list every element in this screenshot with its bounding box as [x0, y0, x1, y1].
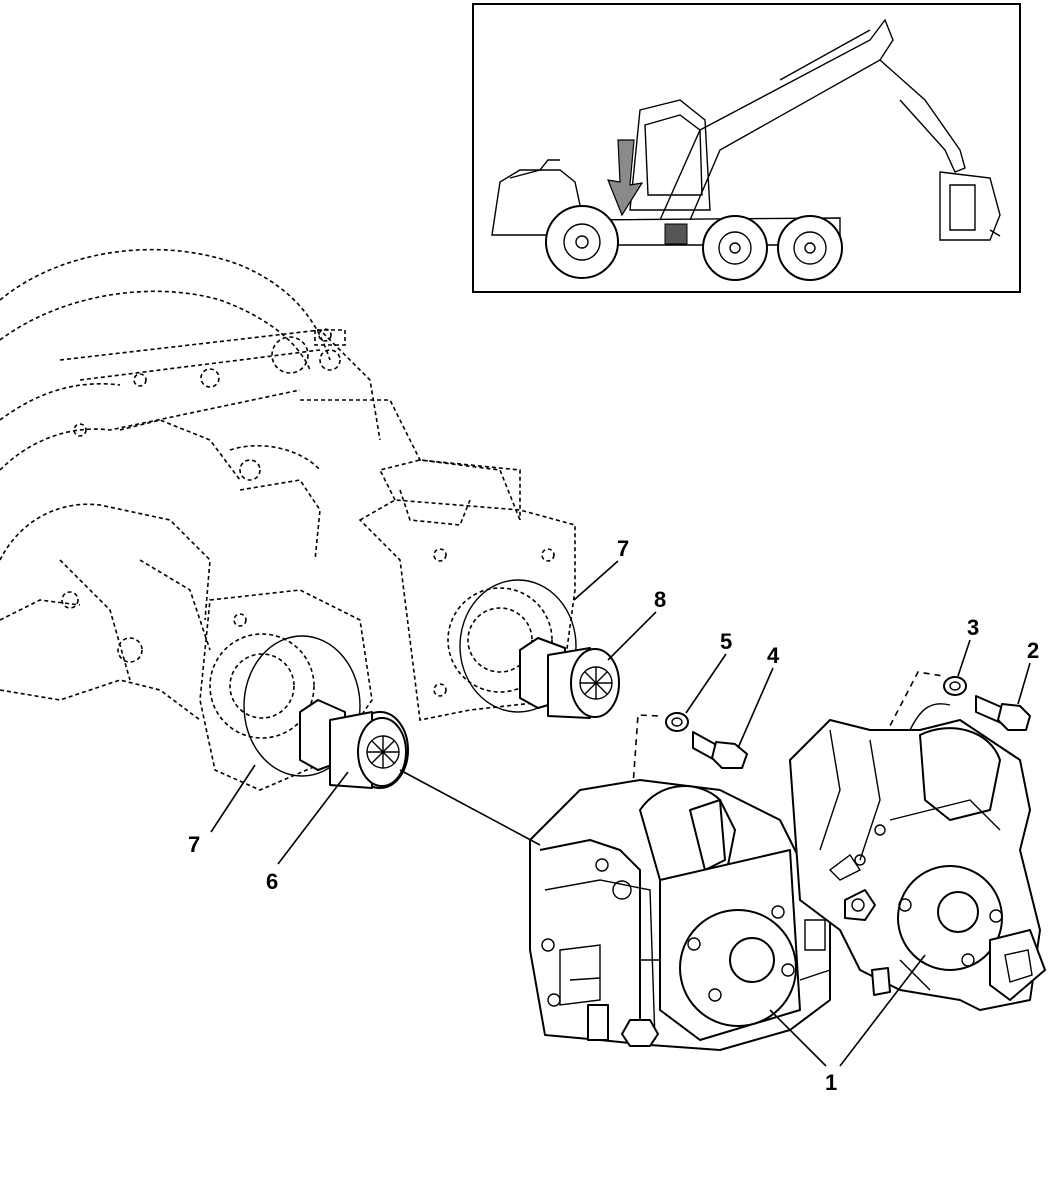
callout-5: 5: [720, 629, 733, 654]
wheel: [545, 205, 619, 279]
leader-lines: [210, 560, 1031, 1067]
bolt-4: [692, 731, 748, 769]
machine-location-inset: [472, 3, 1021, 293]
hydraulic-pump-rear: [789, 703, 1046, 1011]
wheel: [702, 215, 768, 281]
callout-4: 4: [767, 643, 780, 668]
hydraulic-pump-front: [529, 779, 831, 1051]
callout-8: 8: [654, 587, 667, 612]
callout-6: 6: [266, 869, 279, 894]
coupling-sleeve-right: [519, 637, 620, 719]
o-ring-right: [459, 579, 577, 713]
washer-5: [665, 712, 689, 732]
o-ring-left: [243, 635, 361, 777]
callout-2: 2: [1027, 638, 1040, 663]
location-arrow-icon: [607, 139, 644, 217]
callout-7-upper: 7: [617, 536, 630, 561]
callout-7-lower: 7: [188, 832, 201, 857]
callout-1: 1: [825, 1070, 838, 1095]
harvester-machine-illustration: [491, 18, 1001, 281]
callout-3: 3: [967, 615, 980, 640]
coupling-sleeve-left: [299, 699, 409, 789]
bolt-2: [975, 695, 1031, 731]
transmission-housing-phantom: [0, 248, 576, 791]
washer-3: [943, 676, 967, 696]
wheel: [777, 215, 843, 281]
